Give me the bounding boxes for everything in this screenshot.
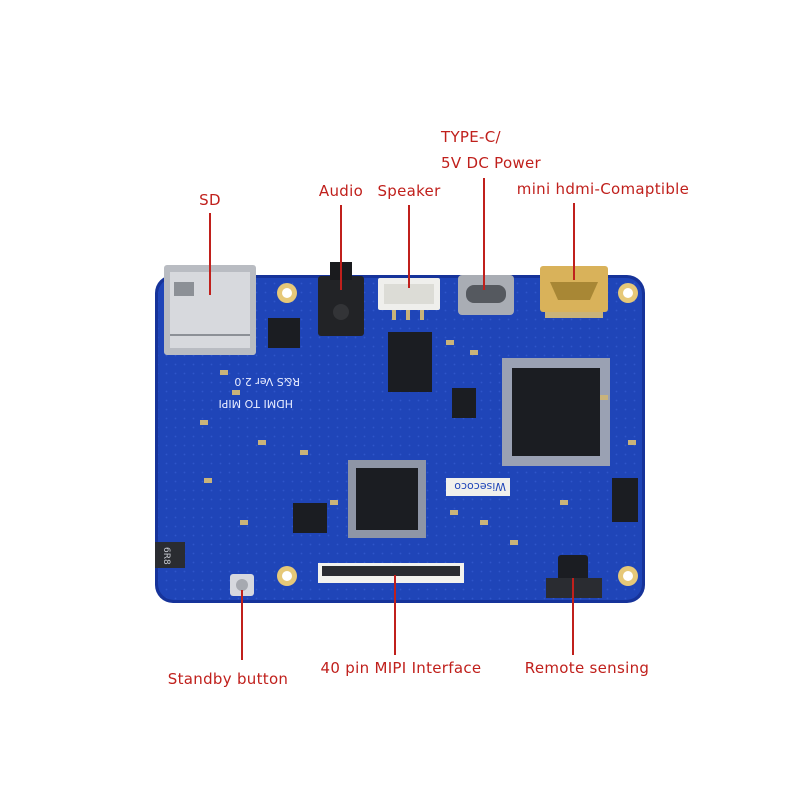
label-typec-line2: 5V DC Power	[441, 154, 542, 172]
label-speaker: Speaker	[377, 182, 441, 200]
ic-small	[155, 318, 638, 568]
usb-typec-port	[458, 275, 514, 315]
label-hdmi: mini hdmi-Comaptible	[517, 180, 689, 198]
callout-labels: SD Audio Speaker TYPE-C/ 5V DC Power min…	[168, 128, 689, 688]
label-typec-line1: TYPE-C/	[440, 128, 502, 146]
standby-button	[230, 574, 254, 596]
main-processor-chip	[502, 358, 610, 466]
passive-components	[200, 340, 636, 545]
silk-title: HDMI TO MIPI	[219, 397, 293, 410]
silk-inductor: 6R8	[161, 547, 171, 565]
silk-brand: Wisecoco	[454, 480, 506, 493]
bridge-chip	[348, 460, 426, 538]
label-sd: SD	[199, 191, 221, 209]
mini-hdmi-port	[540, 266, 608, 318]
pointer-lines	[209, 178, 575, 660]
label-standby: Standby button	[168, 670, 288, 688]
label-mipi: 40 pin MIPI Interface	[321, 659, 482, 677]
mipi-connector	[318, 563, 464, 583]
label-remote: Remote sensing	[525, 659, 649, 677]
mounting-holes	[277, 283, 638, 586]
audio-jack	[318, 262, 364, 336]
silkscreen: HDMI TO MIPI R&S Ver 2.0 Wisecoco 6R8	[161, 375, 510, 565]
silk-version: R&S Ver 2.0	[234, 375, 300, 388]
label-audio: Audio	[319, 182, 363, 200]
speaker-connector	[378, 278, 440, 320]
